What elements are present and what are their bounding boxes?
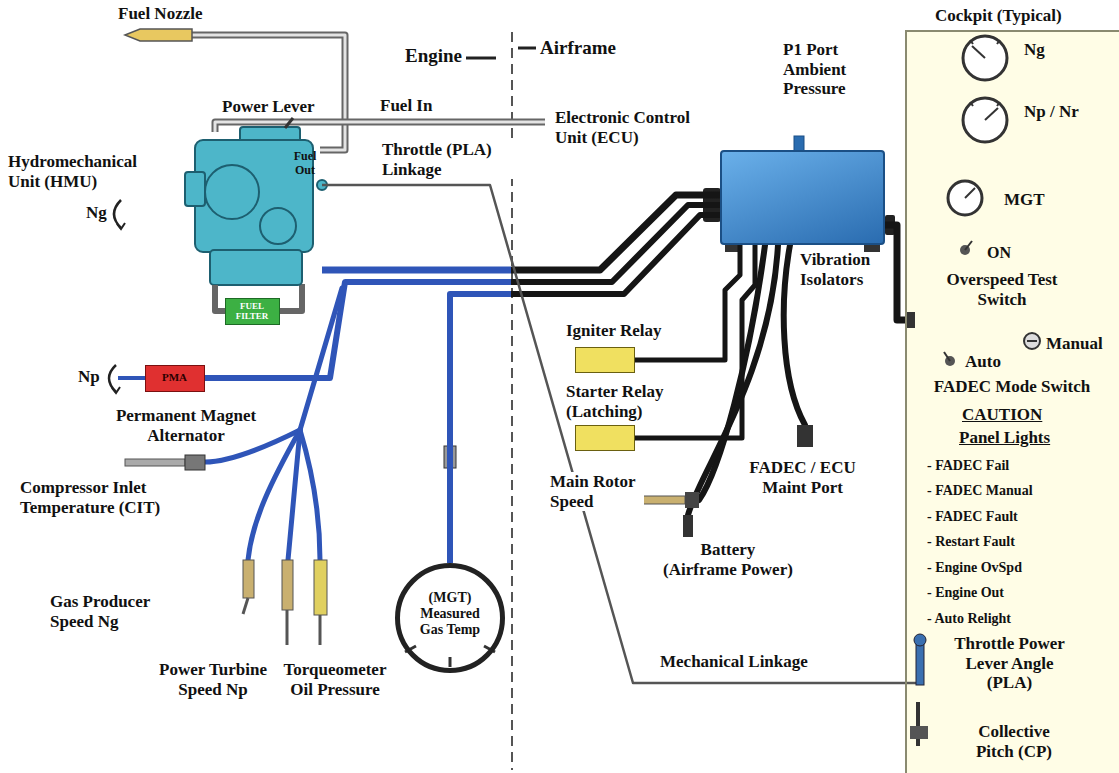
- cockpit-panel: Cockpit (Typical)NgNp / NrMGTONOverspeed…: [905, 30, 1119, 773]
- part-label: Mechanical Linkage: [660, 652, 808, 672]
- part-label: P1 Port Ambient Pressure: [783, 40, 878, 99]
- part-label: Fuel In: [380, 96, 432, 116]
- unit-label: Electronic Control Unit (ECU): [555, 108, 715, 147]
- fuel-filter: FUEL FILTER: [225, 298, 280, 325]
- caution-light: - FADEC Fail: [927, 458, 1009, 474]
- relay-box: Igniter Relay: [575, 347, 635, 373]
- caution-light: - FADEC Manual: [927, 483, 1033, 499]
- ring-label: (MGT) Measured Gas Temp: [410, 590, 490, 638]
- unit-label: Permanent Magnet Alternator: [111, 406, 261, 445]
- part-label: Main Rotor Speed: [548, 472, 644, 511]
- filter-label: FUEL FILTER: [226, 301, 278, 322]
- part-label: Power Turbine Speed Np: [155, 660, 271, 699]
- switch-label: Manual: [1046, 334, 1103, 354]
- switch-label: FADEC Mode Switch: [932, 377, 1092, 397]
- relay-label: Starter Relay (Latching): [566, 382, 716, 421]
- mechanical-linkage: [322, 185, 905, 683]
- part-label: Ng: [86, 203, 107, 223]
- mgt-ring: (MGT) Measured Gas Temp: [395, 563, 505, 673]
- part-label: Engine: [405, 45, 462, 67]
- switch-label: Overspeed Test Switch: [937, 270, 1067, 309]
- part-label: Airframe: [540, 37, 616, 59]
- caution-light: - Engine OvSpd: [927, 560, 1022, 576]
- gauge-label: Ng: [1024, 40, 1045, 60]
- gauge-label: Np / Nr: [1024, 102, 1079, 122]
- part-label: Torqueometer Oil Pressure: [274, 660, 396, 699]
- part-label: Vibration Isolators: [800, 250, 890, 289]
- pma-label: PMA: [146, 371, 203, 384]
- fuel-line: [215, 285, 225, 311]
- part-label: Compressor Inlet Temperature (CIT): [20, 478, 210, 517]
- switch-label: ON: [987, 244, 1011, 262]
- control-label: Throttle Power Lever Angle (PLA): [952, 634, 1067, 693]
- part-label: FADEC / ECU Maint Port: [740, 458, 865, 497]
- caution-heading: Panel Lights: [959, 428, 1050, 448]
- part-label: Battery (Airframe Power): [662, 540, 794, 579]
- caution-heading: CAUTION: [962, 405, 1042, 425]
- part-label: Gas Producer Speed Ng: [50, 592, 180, 631]
- cockpit-harness: [885, 225, 905, 320]
- caution-light: - FADEC Fault: [927, 509, 1018, 525]
- part-label: Np: [78, 367, 100, 387]
- relay-label: Igniter Relay: [566, 321, 662, 341]
- pma-box: PMAPermanent Magnet Alternator: [145, 365, 205, 392]
- part-label: Power Lever: [222, 97, 315, 117]
- part-label: Throttle (PLA) Linkage: [380, 140, 514, 179]
- panel-heading: Cockpit (Typical): [935, 6, 1062, 26]
- relay-wire: [635, 245, 740, 360]
- wire-harness: [450, 215, 720, 563]
- caution-light: - Auto Relight: [927, 611, 1011, 627]
- caution-light: - Engine Out: [927, 585, 1004, 601]
- relay-box: Starter Relay (Latching): [575, 425, 635, 451]
- gauge-label: MGT: [1004, 190, 1045, 210]
- control-label: Collective Pitch (CP): [959, 722, 1069, 761]
- unit-label: Hydromechanical Unit (HMU): [8, 152, 168, 191]
- switch-label: Auto: [965, 352, 1001, 372]
- ecu-box: Electronic Control Unit (ECU): [720, 150, 885, 245]
- relay-wire: [635, 245, 755, 438]
- part-label: Fuel Nozzle: [118, 4, 203, 24]
- part-label: Fuel Out: [288, 150, 322, 178]
- caution-light: - Restart Fault: [927, 534, 1015, 550]
